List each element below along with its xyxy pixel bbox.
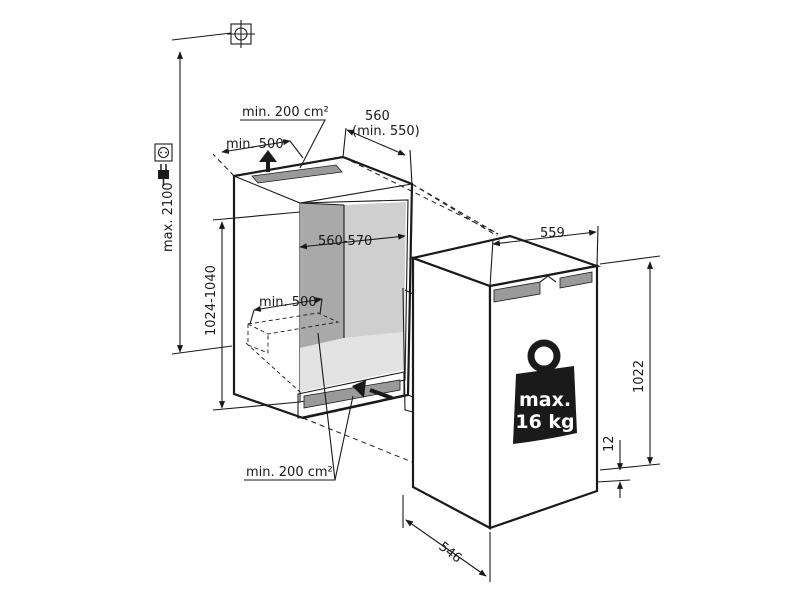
niche-height-range-label: 1024-1040 bbox=[204, 265, 219, 336]
dimension-top-depth: min. 500 bbox=[221, 137, 304, 159]
appliance-width-label: 559 bbox=[540, 226, 565, 241]
inner-width-label: 560-570 bbox=[318, 234, 372, 249]
projection-lines bbox=[212, 153, 499, 463]
niche-width-min-label: (min. 550) bbox=[352, 124, 420, 139]
air-outlet-arrow-icon bbox=[259, 150, 277, 172]
power-socket-icon bbox=[154, 143, 173, 162]
top-vent-area-label: min. 200 cm² bbox=[242, 105, 329, 120]
plinth-offset-label: 12 bbox=[602, 435, 617, 452]
air-inlet-arrow-icon bbox=[352, 380, 393, 400]
niche-width-label: 560 bbox=[365, 109, 390, 124]
dimension-plinth-offset: 12 bbox=[596, 435, 631, 498]
appliance-height-label: 1022 bbox=[632, 360, 647, 393]
dimension-niche-width: 560 (min. 550) bbox=[342, 109, 420, 185]
dimension-appliance-width: 559 bbox=[489, 225, 599, 287]
bottom-vent-grille bbox=[303, 379, 401, 409]
dimension-top-vent: min. 200 cm² bbox=[240, 105, 329, 169]
door-load-line1: max. bbox=[519, 389, 571, 411]
top-depth-label: min. 500 bbox=[226, 137, 284, 152]
niche-height-max-label: max. 2100 bbox=[161, 182, 176, 252]
power-plug-icon bbox=[158, 164, 169, 186]
niche-left-wall bbox=[300, 203, 344, 348]
dimension-floor-depth: min. 500 bbox=[249, 295, 323, 325]
dimension-appliance-height: 1022 bbox=[599, 255, 661, 471]
dimension-bottom-vent: min. 200 cm² bbox=[244, 332, 354, 481]
dimension-inner-width: 560-570 bbox=[299, 233, 406, 250]
dimension-max-height: max. 2100 bbox=[161, 30, 249, 355]
niche-back-wall bbox=[344, 202, 406, 338]
top-vent-grille bbox=[251, 164, 343, 184]
dimension-niche-height: 1024-1040 bbox=[204, 211, 301, 411]
ceiling-mount-icon bbox=[227, 20, 255, 48]
floor-depth-label: min. 500 bbox=[259, 295, 317, 310]
appliance-vent-strip bbox=[493, 281, 541, 303]
door-load-line2: 16 kg bbox=[515, 411, 574, 433]
niche-floor bbox=[300, 332, 404, 392]
bottom-vent-area-label: min. 200 cm² bbox=[246, 465, 333, 480]
door-load-weight-icon: max. 16 kg bbox=[513, 339, 577, 444]
